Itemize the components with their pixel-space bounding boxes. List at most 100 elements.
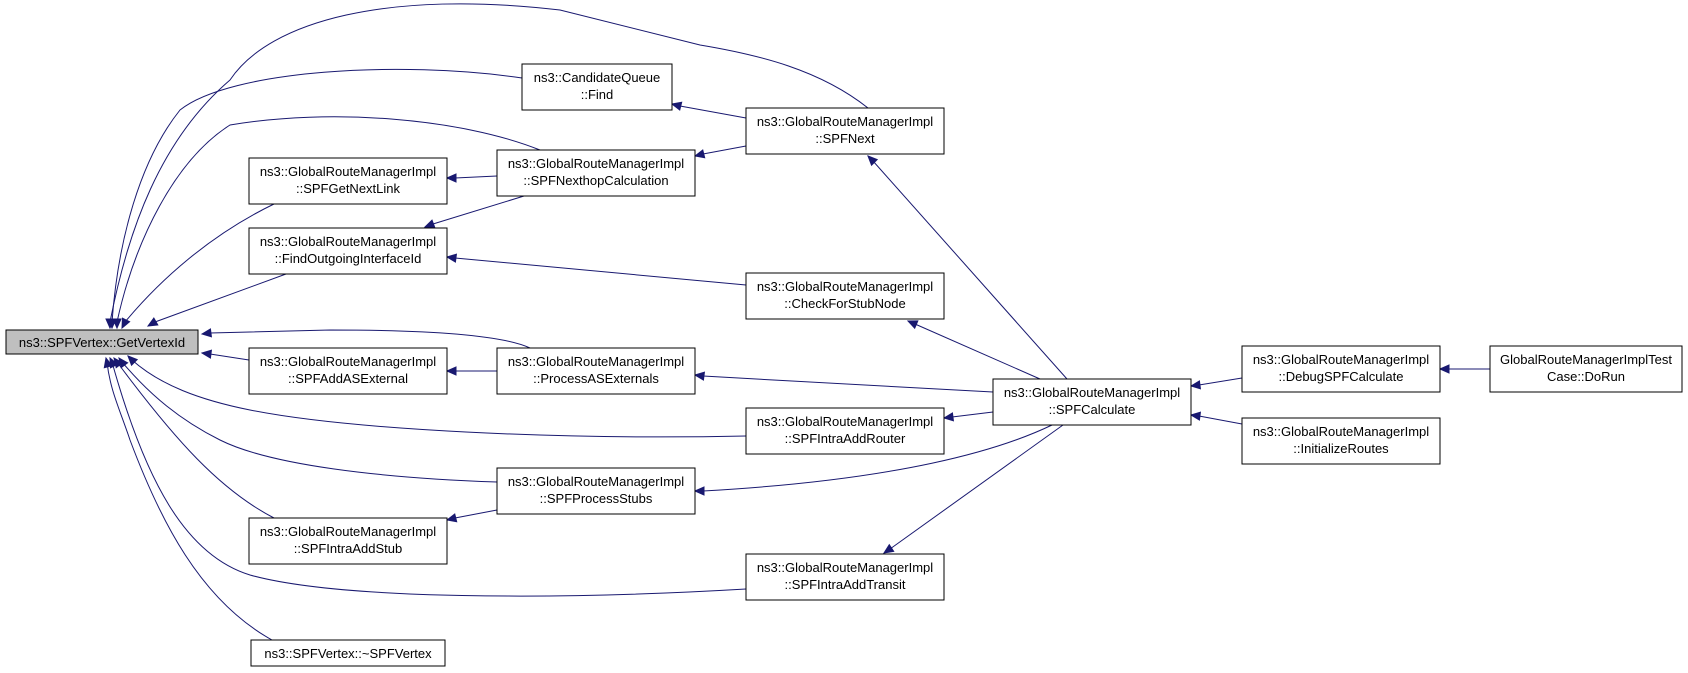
- node-label-line-1: ns3::GlobalRouteManagerImpl: [1253, 352, 1429, 367]
- edge-line: [907, 320, 1041, 380]
- node-box[interactable]: [496, 149, 696, 197]
- arrowhead-icon: [121, 317, 131, 330]
- node-label-line-1: ns3::GlobalRouteManagerImpl: [260, 164, 436, 179]
- edge-line: [116, 116, 541, 328]
- node-box[interactable]: [1241, 417, 1441, 465]
- node-box[interactable]: [745, 553, 945, 601]
- arrowhead-icon: [103, 356, 113, 369]
- arrowhead-icon: [867, 155, 879, 167]
- node-box[interactable]: [248, 227, 448, 275]
- node-box[interactable]: [992, 378, 1192, 426]
- node-label-line-2: ::ProcessASExternals: [533, 371, 659, 386]
- node-initialize-routes[interactable]: ns3::GlobalRouteManagerImpl::InitializeR…: [1241, 417, 1441, 465]
- node-label-line-1: ns3::GlobalRouteManagerImpl: [1253, 424, 1429, 439]
- node-label-line-2: ::SPFAddASExternal: [288, 371, 408, 386]
- node-box[interactable]: [745, 272, 945, 320]
- edge-spf_process_stubs-to-spf_intra_add_stub: [445, 509, 498, 523]
- node-label-line-2: ::Find: [581, 87, 614, 102]
- node-candidate-find[interactable]: ns3::CandidateQueue::Find: [521, 63, 673, 111]
- node-find-outgoing-if[interactable]: ns3::GlobalRouteManagerImpl::FindOutgoin…: [248, 227, 448, 275]
- node-box[interactable]: [521, 63, 673, 111]
- node-box[interactable]: [248, 157, 448, 205]
- edge-spf_nexthop_calc-to-find_outgoing_if: [423, 195, 525, 229]
- edge-line: [109, 357, 747, 597]
- node-spf-intra-add-transit[interactable]: ns3::GlobalRouteManagerImpl::SPFIntraAdd…: [745, 553, 945, 601]
- edge-line: [446, 256, 747, 286]
- arrowhead-icon: [942, 412, 955, 422]
- node-box[interactable]: [250, 639, 446, 667]
- edge-spf_next-to-spf_nexthop_calc: [693, 145, 747, 159]
- node-label-line-1: GlobalRouteManagerImplTest: [1500, 352, 1672, 367]
- node-box[interactable]: [745, 107, 945, 155]
- edge-process_as_ext-to-spf_add_as_ext: [445, 366, 497, 376]
- node-check-stub-node[interactable]: ns3::GlobalRouteManagerImpl::CheckForStu…: [745, 272, 945, 320]
- edge-test_do_run-to-debug_spf_calc: [1438, 364, 1490, 374]
- arrowhead-icon: [693, 149, 706, 159]
- node-label-line-1: ns3::SPFVertex::GetVertexId: [19, 335, 185, 350]
- arrowhead-icon: [670, 101, 683, 111]
- node-box[interactable]: [496, 347, 696, 395]
- arrowhead-icon: [423, 219, 436, 229]
- node-spf-vertex-dtor[interactable]: ns3::SPFVertex::~SPFVertex: [250, 639, 446, 667]
- node-spf-add-as-ext[interactable]: ns3::GlobalRouteManagerImpl::SPFAddASExt…: [248, 347, 448, 395]
- arrowhead-icon: [127, 355, 139, 367]
- edge-spf_add_as_ext-to-get_vertex_id: [200, 349, 250, 361]
- node-spf-process-stubs[interactable]: ns3::GlobalRouteManagerImpl::SPFProcessS…: [496, 467, 696, 515]
- edge-line: [127, 355, 747, 438]
- node-spf-intra-add-router[interactable]: ns3::GlobalRouteManagerImpl::SPFIntraAdd…: [745, 407, 945, 455]
- edge-spf_calculate-to-spf_next: [867, 155, 1068, 380]
- node-process-as-ext[interactable]: ns3::GlobalRouteManagerImpl::ProcessASEx…: [496, 347, 696, 395]
- arrowhead-icon: [693, 371, 706, 381]
- node-box[interactable]: [5, 329, 199, 355]
- edge-spf_nexthop_calc-to-spf_get_next_link: [445, 173, 498, 183]
- node-spf-nexthop-calc[interactable]: ns3::GlobalRouteManagerImpl::SPFNexthopC…: [496, 149, 696, 197]
- edge-debug_spf_calc-to-spf_calculate: [1189, 377, 1243, 390]
- node-label-line-1: ns3::GlobalRouteManagerImpl: [508, 354, 684, 369]
- edge-line: [113, 357, 275, 519]
- node-spf-next[interactable]: ns3::GlobalRouteManagerImpl::SPFNext: [745, 107, 945, 155]
- arrowhead-icon: [906, 320, 919, 330]
- node-spf-intra-add-stub[interactable]: ns3::GlobalRouteManagerImpl::SPFIntraAdd…: [248, 517, 448, 565]
- node-label-line-1: ns3::GlobalRouteManagerImpl: [757, 414, 933, 429]
- node-label-line-2: ::SPFGetNextLink: [296, 181, 401, 196]
- node-label-line-2: ::SPFNext: [815, 131, 875, 146]
- arrowhead-icon: [112, 318, 122, 330]
- node-debug-spf-calc[interactable]: ns3::GlobalRouteManagerImpl::DebugSPFCal…: [1241, 345, 1441, 393]
- node-box[interactable]: [745, 407, 945, 455]
- edge-initialize_routes-to-spf_calculate: [1189, 411, 1243, 425]
- edge-line: [695, 424, 1053, 492]
- node-label-line-1: ns3::GlobalRouteManagerImpl: [757, 114, 933, 129]
- edge-line: [118, 357, 498, 483]
- node-box[interactable]: [1489, 345, 1683, 393]
- node-label-line-2: ::FindOutgoingInterfaceId: [275, 251, 422, 266]
- edge-spf_calculate-to-process_as_ext: [693, 371, 994, 393]
- graph-nodes: ns3::SPFVertex::GetVertexId ns3::Candidat…: [5, 63, 1683, 667]
- edge-line: [201, 329, 531, 349]
- edge-spf_calculate-to-spf_intra_add_transit: [882, 424, 1064, 554]
- node-box[interactable]: [496, 467, 696, 515]
- arrowhead-icon: [693, 486, 705, 496]
- edge-check_stub_node-to-find_outgoing_if: [445, 253, 747, 286]
- node-spf-get-next-link[interactable]: ns3::GlobalRouteManagerImpl::SPFGetNextL…: [248, 157, 448, 205]
- edge-spf_calculate-to-spf_process_stubs: [693, 424, 1053, 496]
- arrowhead-icon: [445, 366, 457, 376]
- arrowhead-icon: [1189, 380, 1202, 390]
- edge-line: [121, 203, 275, 329]
- node-box[interactable]: [248, 347, 448, 395]
- edge-spf_next-to-candidate_find: [670, 101, 747, 119]
- node-label-line-1: ns3::GlobalRouteManagerImpl: [757, 279, 933, 294]
- node-spf-calculate[interactable]: ns3::GlobalRouteManagerImpl::SPFCalculat…: [992, 378, 1192, 426]
- arrowhead-icon: [200, 328, 213, 338]
- node-label-line-2: Case::DoRun: [1547, 369, 1625, 384]
- node-box[interactable]: [1241, 345, 1441, 393]
- node-box[interactable]: [248, 517, 448, 565]
- node-label-line-2: ::DebugSPFCalculate: [1278, 369, 1403, 384]
- node-label-line-2: ::SPFIntraAddTransit: [785, 577, 906, 592]
- arrowhead-icon: [445, 173, 457, 183]
- edge-spf_intra_add_router-to-get_vertex_id: [127, 355, 747, 438]
- node-get-vertex-id[interactable]: ns3::SPFVertex::GetVertexId: [5, 329, 199, 355]
- node-label-line-1: ns3::CandidateQueue: [534, 70, 660, 85]
- edge-line: [694, 374, 994, 393]
